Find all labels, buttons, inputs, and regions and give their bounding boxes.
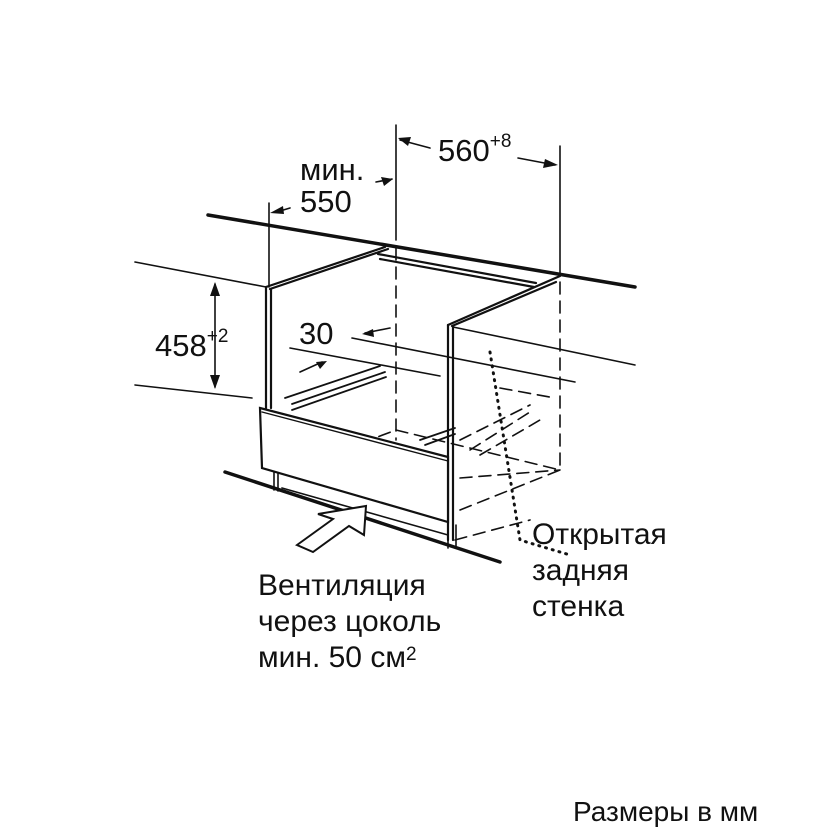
height-tolerance: +2 xyxy=(206,326,229,347)
left-cabinet-bottom-line xyxy=(134,384,253,399)
gap-value: 30 xyxy=(299,316,334,351)
width-tolerance: +8 xyxy=(489,131,512,152)
warming-drawer-front xyxy=(258,406,450,524)
niche-frame xyxy=(264,245,562,542)
drawer-rails xyxy=(284,365,456,446)
depth-min-label: мин. xyxy=(300,152,365,187)
width-value: 560 xyxy=(438,133,490,168)
dimension-lines xyxy=(214,124,576,388)
ventilation-label: Вентиляция через цоколь мин. 50 см2 xyxy=(258,568,441,676)
open-back-line-1: Открытая xyxy=(532,518,667,551)
units-note: Размеры в мм xyxy=(573,796,759,827)
ventilation-line-3: мин. 50 см xyxy=(258,641,406,674)
ventilation-unit-sup: 2 xyxy=(405,644,417,665)
left-cabinet-top-line xyxy=(134,261,267,288)
height-dimension: 458+2 xyxy=(155,327,228,363)
ventilation-line-1: Вентиляция xyxy=(258,569,426,602)
dimension-arrowheads xyxy=(210,137,558,389)
airflow-arrow-icon xyxy=(294,504,368,554)
width-dimension: 560+8 xyxy=(438,132,511,168)
open-back-label: Открытая задняя стенка xyxy=(532,517,667,625)
ventilation-line-2: через цоколь xyxy=(258,605,442,638)
open-back-leader xyxy=(488,350,572,557)
open-back-line-3: стенка xyxy=(532,590,625,623)
depth-min-value: 550 xyxy=(300,184,352,219)
open-back-line-2: задняя xyxy=(532,554,630,587)
height-value: 458 xyxy=(155,328,207,363)
right-cabinet-line xyxy=(452,326,636,366)
countertop-line xyxy=(206,213,637,289)
